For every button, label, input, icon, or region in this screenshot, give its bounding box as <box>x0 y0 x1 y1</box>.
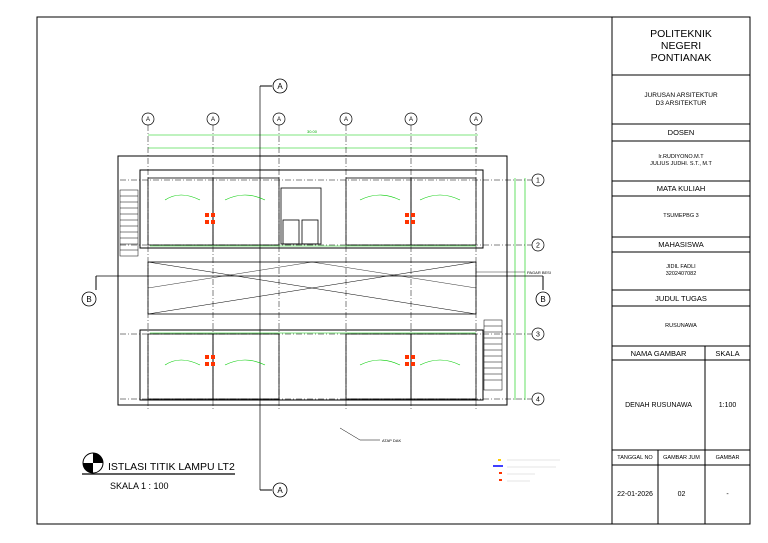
title-block-lines <box>611 17 750 524</box>
grid-label-a5: A <box>409 117 413 123</box>
mahasiswa-label: MAHASISWA <box>658 240 704 249</box>
drawing-title: ISTLASI TITIK LAMPU LT2 <box>108 461 235 473</box>
title-block: POLITEKNIK NEGERI PONTIANAK JURUSAN ARSI… <box>612 17 750 524</box>
sheet-border <box>36 16 751 525</box>
skala-value: 1:100 <box>718 401 737 409</box>
grid-label-a2: A <box>211 117 215 123</box>
grid-label-a3: A <box>277 117 281 123</box>
lighting-wiring <box>150 194 476 366</box>
drawing-scale: SKALA 1 : 100 <box>110 481 169 491</box>
dosen-cell: Ir.RUDIYONO.M.T JULIUS JUDHI. S.T., M.T <box>612 141 750 181</box>
note-roof: ATAP DAK <box>382 438 401 443</box>
grid-label-1: 1 <box>536 178 540 185</box>
dosen-header: DOSEN <box>612 124 750 141</box>
jumlah-value: 02 <box>677 491 686 498</box>
jumlah-header: GAMBAR JUM <box>658 450 705 465</box>
judul-cell: RUSUNAWA <box>612 306 750 346</box>
institution-line-3: PONTIANAK <box>650 52 712 64</box>
legend <box>493 459 560 482</box>
judul-value: RUSUNAWA <box>665 322 697 329</box>
nama-gambar-cell: DENAH RUSUNAWA <box>612 360 705 450</box>
department-line-2: D3 ARSITEKTUR <box>655 99 707 107</box>
building-outline <box>117 155 508 406</box>
nama-gambar-label: NAMA GAMBAR <box>630 348 687 358</box>
grid-label-2: 2 <box>536 243 540 250</box>
dosen-name-1: Ir.RUDIYONO.M.T <box>658 154 704 160</box>
dosen-label: DOSEN <box>667 128 695 137</box>
institution-line-2: NEGERI <box>660 40 702 52</box>
mahasiswa-name: JIDIL FADLI <box>666 264 696 270</box>
leader-roof <box>339 427 380 441</box>
tanggal-value: 22-01-2026 <box>617 491 653 498</box>
grid-label-4: 4 <box>536 397 540 404</box>
section-mark-b-right: B <box>540 295 545 304</box>
department-cell: JURUSAN ARSITEKTUR D3 ARSITEKTUR <box>612 75 750 124</box>
section-mark-a-bottom: A <box>277 486 283 495</box>
grid-bubbles-top <box>141 112 483 126</box>
mata-kuliah-cell: TSUMEPBG 3 <box>612 196 750 237</box>
unit-walls <box>147 177 477 400</box>
nama-gambar-header: NAMA GAMBAR <box>612 346 705 360</box>
mata-kuliah-label: MATA KULIAH <box>656 184 706 193</box>
judul-label: JUDUL TUGAS <box>655 293 707 303</box>
dosen-name-2: JULIUS JUDHI. S.T., M.T <box>650 161 712 167</box>
gambar-label: GAMBAR <box>715 454 740 461</box>
jumlah-cell: 02 <box>658 465 705 524</box>
nama-gambar-value: DENAH RUSUNAWA <box>625 401 692 409</box>
grid-label-3: 3 <box>536 332 540 339</box>
skala-label: SKALA <box>715 348 740 358</box>
tanggal-header: TANGGAL NO <box>612 450 658 465</box>
gambar-cell: - <box>705 465 750 524</box>
mahasiswa-nim: 3202407082 <box>665 271 697 277</box>
section-mark-b-left: B <box>86 295 91 304</box>
department-line-1: JURUSAN ARSITEKTUR <box>644 91 718 99</box>
grid-label-a6: A <box>474 117 478 123</box>
mata-kuliah-value: TSUMEPBG 3 <box>663 213 699 219</box>
institution-cell: POLITEKNIK NEGERI PONTIANAK <box>612 17 750 75</box>
grid-bubbles-right <box>531 173 545 406</box>
mata-kuliah-header: MATA KULIAH <box>612 181 750 196</box>
judul-header: JUDUL TUGAS <box>612 290 750 306</box>
mahasiswa-cell: JIDIL FADLI 3202407082 <box>612 252 750 290</box>
jumlah-label: GAMBAR JUM <box>663 454 700 461</box>
skala-cell: 1:100 <box>705 360 750 450</box>
tanggal-label: TANGGAL NO <box>617 454 653 461</box>
gambar-value: - <box>726 491 729 498</box>
stairs <box>119 189 503 391</box>
grid-label-a1: A <box>146 117 150 123</box>
dimension-lines <box>148 134 526 400</box>
lamp-points <box>205 213 415 366</box>
overall-dimension: 30.00 <box>307 129 318 134</box>
note-rail: PAGAR BESI <box>527 270 551 275</box>
north-symbol-fill <box>83 453 103 473</box>
tanggal-cell: 22-01-2026 <box>612 465 658 524</box>
mahasiswa-header: MAHASISWA <box>612 237 750 252</box>
grid-label-a4: A <box>344 117 348 123</box>
skala-header: SKALA <box>705 346 750 360</box>
section-marks <box>81 78 551 498</box>
gambar-header: GAMBAR <box>705 450 750 465</box>
section-mark-a-top: A <box>277 82 283 91</box>
institution-line-1: POLITEKNIK <box>650 28 712 40</box>
